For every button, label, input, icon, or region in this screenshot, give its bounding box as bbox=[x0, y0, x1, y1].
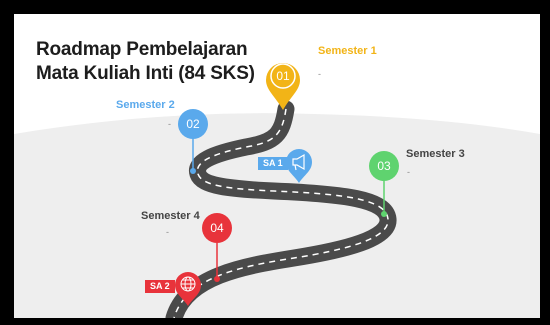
semester-1-note: - bbox=[318, 69, 321, 79]
sa2-tag: SA 2 bbox=[145, 280, 175, 293]
sa1-tag: SA 1 bbox=[258, 157, 288, 170]
road-centerline bbox=[173, 108, 389, 318]
semester-4-note: - bbox=[166, 227, 169, 237]
roadmap-graphic: 01 02 03 04 bbox=[14, 63, 540, 318]
title-line-2: Mata Kuliah Inti (84 SKS) bbox=[36, 63, 255, 84]
semester-3-note: - bbox=[407, 167, 410, 177]
milestone-number-03: 03 bbox=[377, 159, 391, 173]
semester-1-label: Semester 1 bbox=[318, 45, 377, 57]
semester-4-label: Semester 4 bbox=[141, 210, 200, 222]
sa2-pin bbox=[175, 272, 201, 306]
globe-icon bbox=[180, 276, 196, 292]
roadmap-slide: 01 02 03 04 bbox=[14, 14, 540, 318]
semester-2-label: Semester 2 bbox=[116, 99, 175, 111]
semester-2-note: - bbox=[168, 119, 171, 129]
milestone-number-01: 01 bbox=[276, 69, 290, 83]
milestone-pin-03: 03 bbox=[369, 151, 399, 217]
semester-3-label: Semester 3 bbox=[406, 148, 465, 160]
page-title: Roadmap Pembelajaran Mata Kuliah Inti (8… bbox=[36, 38, 255, 86]
milestone-number-02: 02 bbox=[186, 117, 200, 131]
title-line-1: Roadmap Pembelajaran bbox=[36, 39, 248, 60]
milestone-number-04: 04 bbox=[210, 221, 224, 235]
sa1-pin bbox=[286, 149, 312, 183]
ground bbox=[14, 113, 540, 318]
milestone-pin-02: 02 bbox=[178, 109, 208, 174]
milestone-pin-01: 01 bbox=[266, 63, 300, 110]
milestone-pin-04: 04 bbox=[202, 213, 232, 282]
megaphone-icon bbox=[292, 153, 305, 171]
